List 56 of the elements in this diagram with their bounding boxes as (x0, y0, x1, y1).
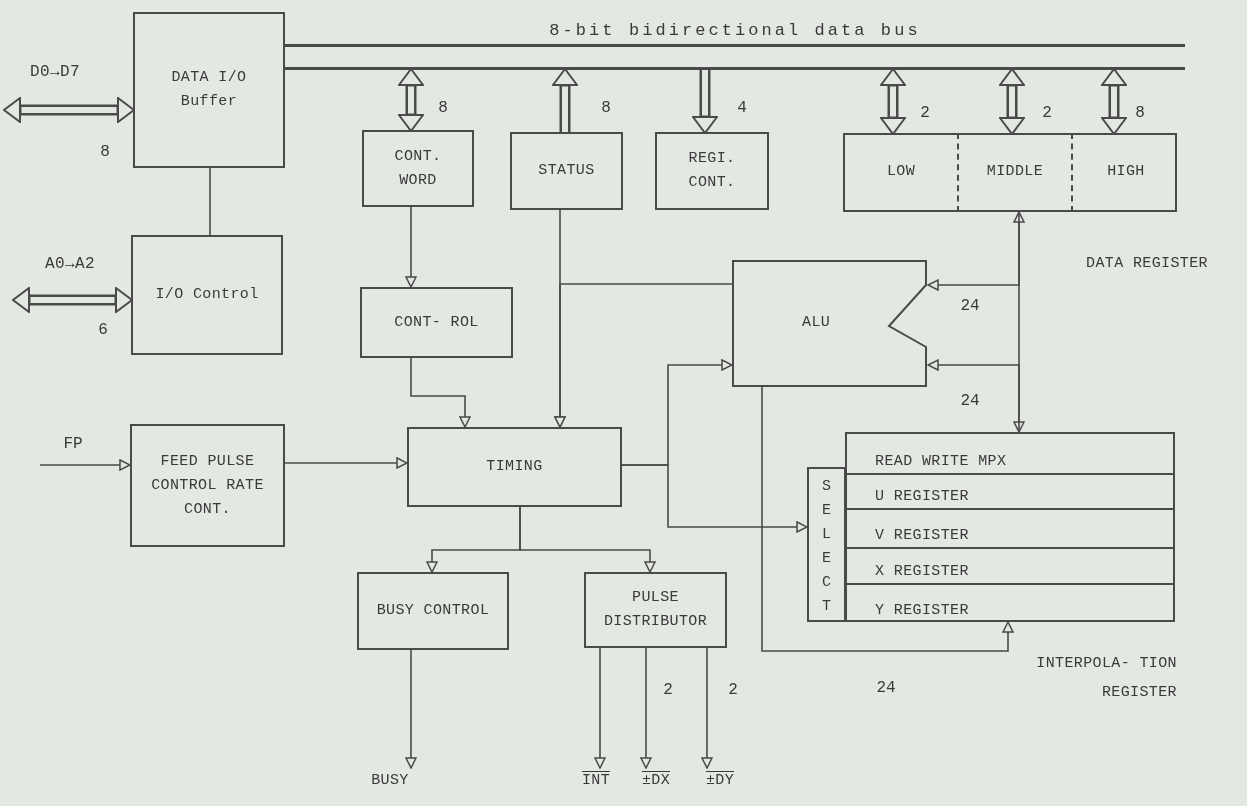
vertical-label: SELECT (821, 477, 832, 617)
block-label: TIMING (486, 457, 543, 477)
block-label: MIDDLE (986, 162, 1044, 183)
block-box (133, 12, 285, 168)
block-box (130, 424, 285, 547)
arrow (410, 357, 471, 428)
block-label: LOW (886, 162, 916, 183)
block-box (584, 572, 727, 648)
block-label: HIGH (1107, 162, 1145, 183)
block-label: V REGISTER (875, 527, 969, 546)
arrow (284, 457, 408, 469)
block-label: CONT. WORD (393, 146, 443, 191)
block-box (131, 235, 283, 355)
register-caption: DATA REGISTER (1085, 254, 1208, 274)
block-box (407, 427, 622, 507)
signal-label: D0→D7 (30, 64, 80, 80)
block-label: Y REGISTER (875, 602, 969, 621)
alu-block (732, 260, 928, 387)
arrow (405, 649, 417, 769)
block-box (655, 132, 769, 210)
block-box (510, 132, 623, 210)
block-label: U REGISTER (875, 488, 969, 507)
signal-label: A0→A2 (45, 256, 95, 272)
arrow (405, 206, 417, 288)
register-caption: INTERPOLA- TION REGISTER (1035, 654, 1177, 703)
block-box (360, 287, 513, 358)
signal-name: BUSY (355, 768, 425, 794)
block-label: ALU (802, 313, 831, 334)
arrow (761, 386, 1014, 652)
signal-name: ±DY (692, 768, 748, 794)
block-label: PULSE DISTRIBUTOR (602, 588, 709, 632)
arrow (1013, 211, 1025, 433)
block-label: READ WRITE MPX (875, 453, 1007, 472)
bus-label: 8-bit bidirectional data bus (549, 22, 921, 39)
block-label: BUSY CONTROL (376, 601, 490, 621)
arrow (927, 211, 1020, 291)
arrow (594, 647, 606, 769)
block-label: DATA I/O Buffer (170, 68, 248, 112)
signal-name: ±DX (628, 768, 684, 794)
select-box (807, 467, 846, 622)
arrow (519, 506, 656, 573)
arrow (39, 459, 131, 471)
arrow (554, 283, 733, 428)
arrow (701, 647, 713, 769)
block-label: X REGISTER (875, 563, 969, 582)
block-label: STATUS (538, 161, 595, 181)
signal-name: INT (572, 768, 620, 794)
block-label: FEED PULSE CONTROL RATE CONT. (150, 451, 265, 520)
block-label: I/O Control (155, 285, 259, 305)
block-label: CONT- ROL (394, 312, 479, 333)
arrow (927, 359, 1020, 433)
block-label: REGI. CONT. (687, 149, 737, 193)
block-box (357, 572, 509, 650)
block-box (362, 130, 474, 207)
arrow (640, 647, 652, 769)
arrow (621, 464, 808, 533)
